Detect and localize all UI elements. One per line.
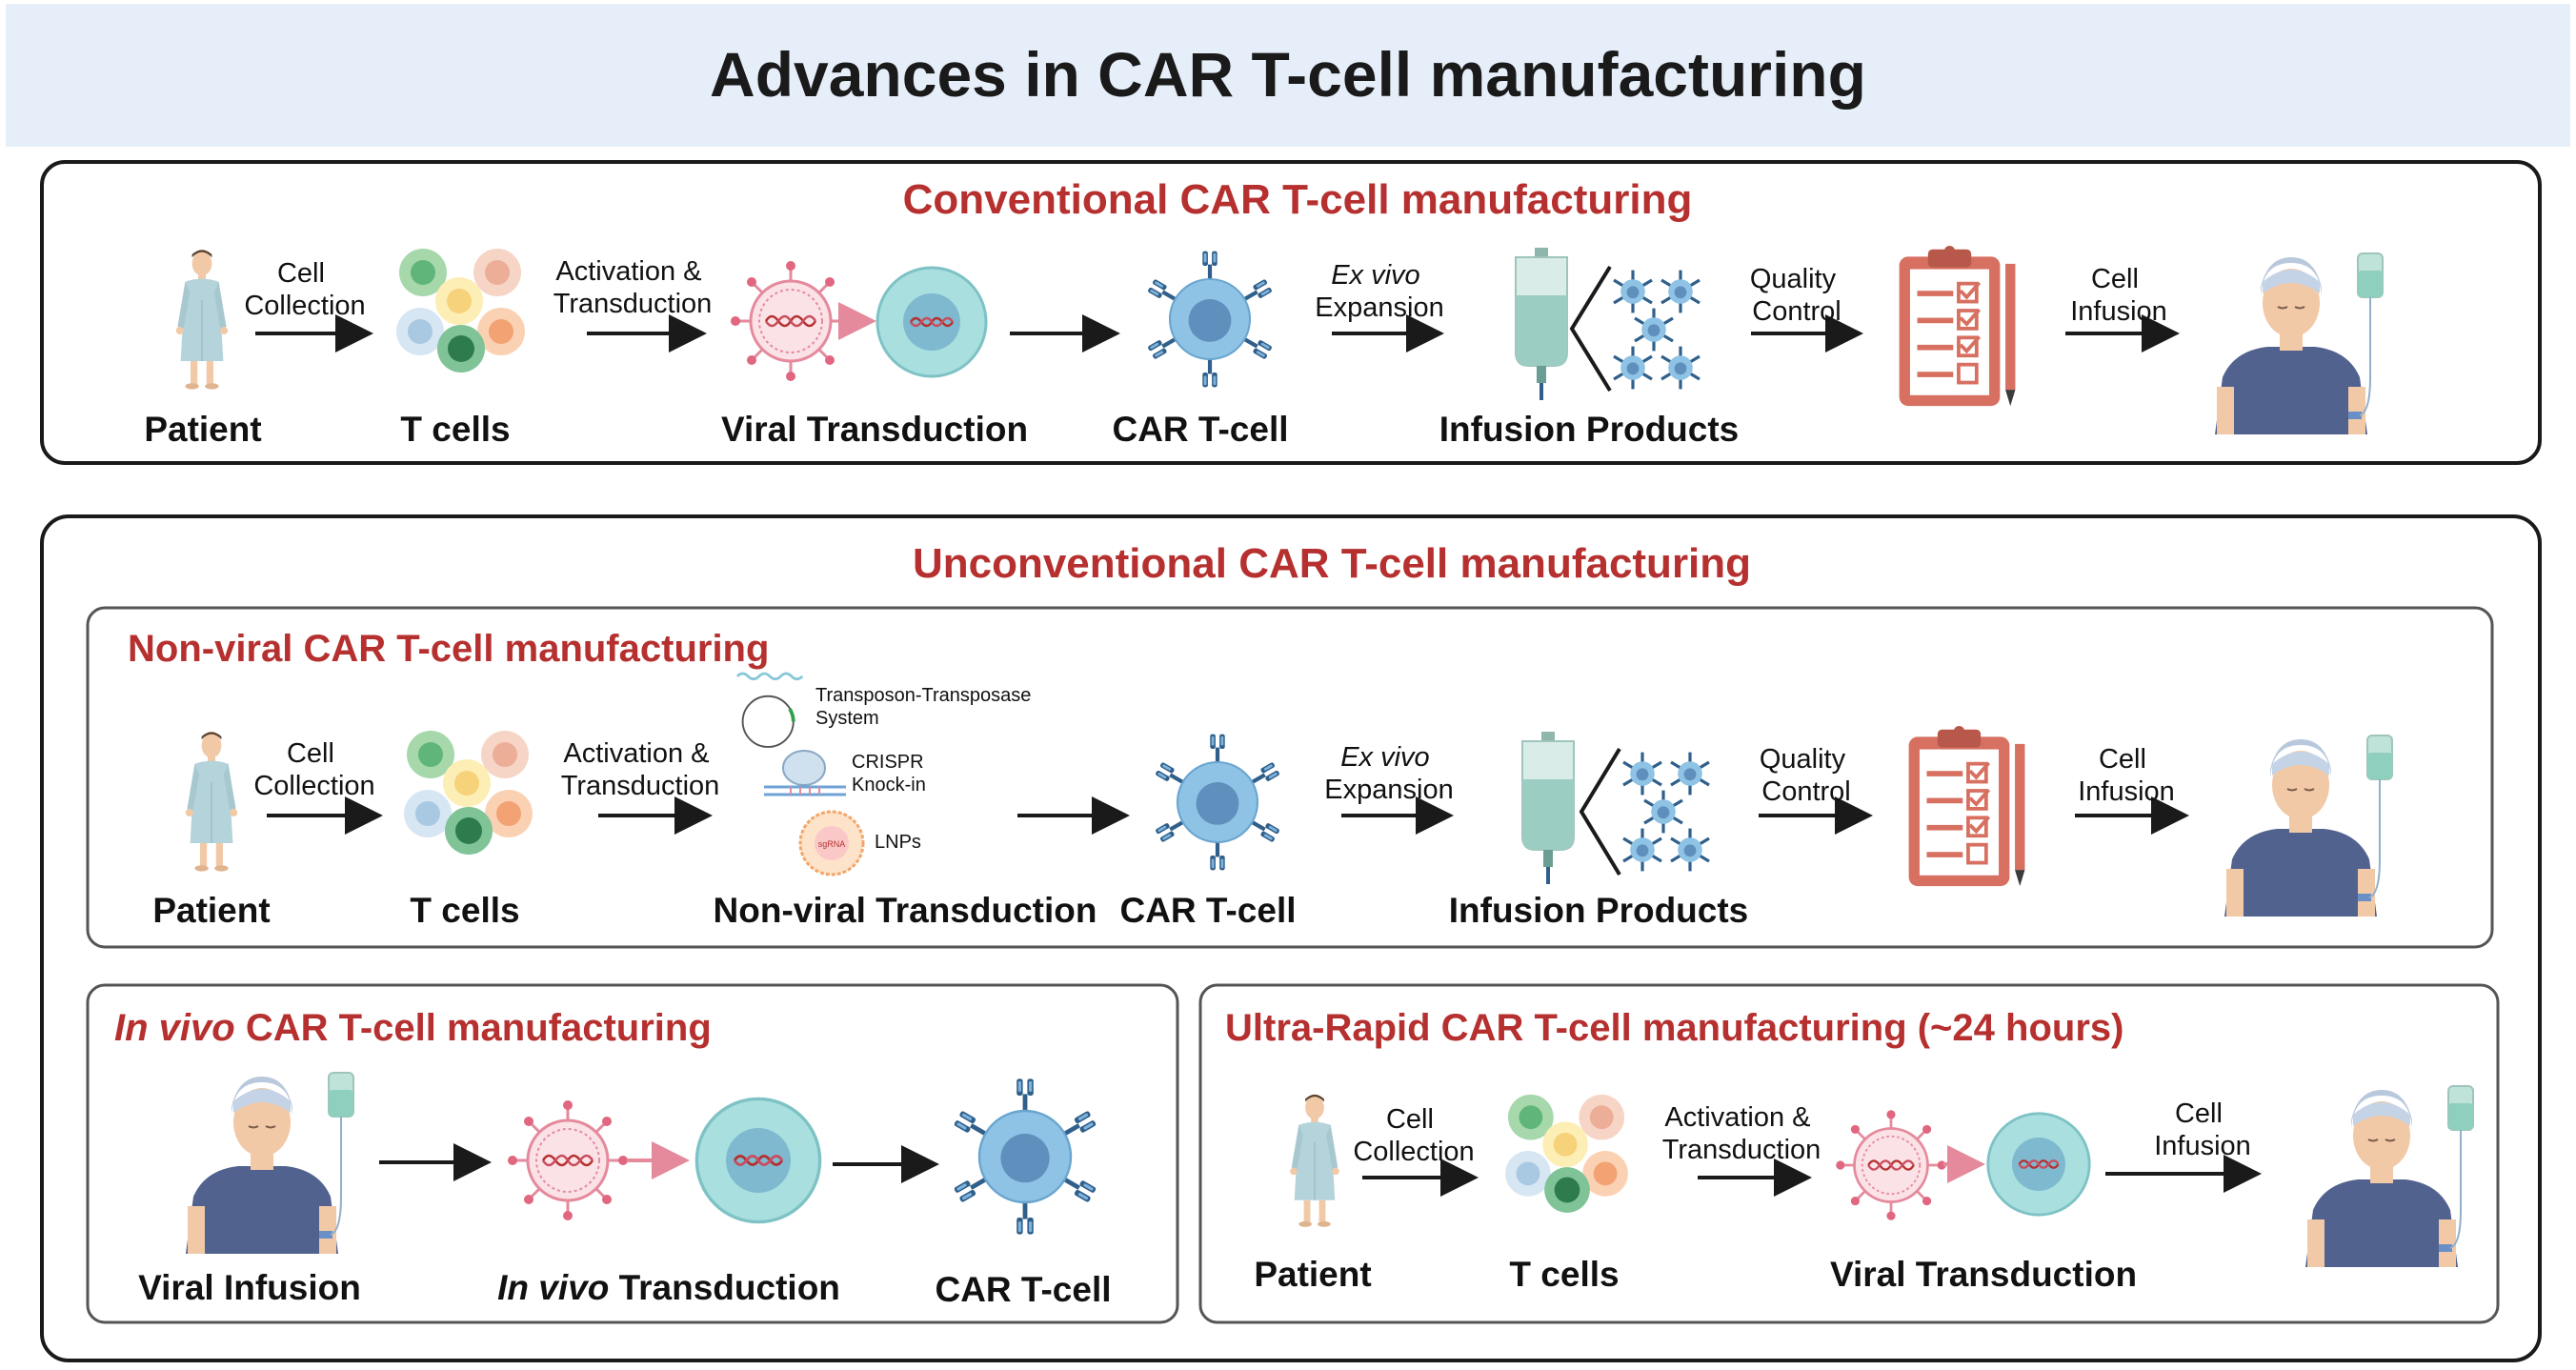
step-label-t-cells: T cells bbox=[410, 891, 519, 930]
clipboard-icon bbox=[1900, 246, 2016, 406]
conventional-heading: Conventional CAR T-cell manufacturing bbox=[903, 176, 1693, 223]
step-label-infusion-products: Infusion Products bbox=[1439, 410, 1740, 449]
arrow-label-cell-collection: Cell Collection bbox=[1353, 1104, 1474, 1167]
unconventional-heading: Unconventional CAR T-cell manufacturing bbox=[913, 540, 1751, 587]
bracket bbox=[1579, 747, 1621, 876]
step-label-viral-transduction: Viral Transduction bbox=[1830, 1255, 2137, 1294]
transduced-cell-icon bbox=[694, 1097, 822, 1224]
step-label-nonviral-transduction: Non-viral Transduction bbox=[714, 891, 1097, 930]
virus-icon bbox=[1834, 1108, 1948, 1222]
lnp-icon bbox=[798, 810, 865, 876]
arrow-label-cell-infusion: Cell Infusion bbox=[2078, 744, 2175, 807]
arrow-label-quality-control: Quality Control bbox=[1750, 264, 1843, 327]
arrow-label-cell-infusion: Cell Infusion bbox=[2154, 1098, 2251, 1161]
arrow-label-quality-control: Quality Control bbox=[1760, 744, 1853, 807]
step-label-invivo-transduction: In vivo Transduction bbox=[497, 1268, 840, 1307]
nonviral-panel bbox=[86, 606, 2494, 949]
step-label-viral-transduction: Viral Transduction bbox=[721, 410, 1028, 449]
step-label-patient: Patient bbox=[144, 410, 261, 449]
invivo-panel bbox=[86, 983, 1179, 1324]
arrow-label-activation-transduction: Activation & Transduction bbox=[1662, 1102, 1821, 1165]
step-label-patient: Patient bbox=[1254, 1255, 1371, 1294]
lnp-label: LNPs bbox=[875, 832, 921, 853]
arrow-label-ex-vivo-expansion: Ex vivo Expansion bbox=[1324, 742, 1453, 805]
step-label-car-t-cell: CAR T-cell bbox=[1112, 410, 1288, 449]
step-label-t-cells: T cells bbox=[400, 410, 510, 449]
page-title: Advances in CAR T-cell manufacturing bbox=[710, 39, 1866, 110]
step-label-patient: Patient bbox=[152, 891, 270, 930]
virus-icon bbox=[506, 1098, 630, 1222]
rapid-heading: Ultra-Rapid CAR T-cell manufacturing (~2… bbox=[1225, 1007, 2123, 1049]
step-label-t-cells: T cells bbox=[1509, 1255, 1619, 1294]
title-banner bbox=[6, 4, 2570, 147]
transduced-cell-icon bbox=[875, 266, 988, 378]
transposon-label: Transposon-Transposase System bbox=[815, 685, 1036, 729]
step-label-car-t-cell: CAR T-cell bbox=[1119, 891, 1296, 930]
step-label-car-t-cell: CAR T-cell bbox=[935, 1270, 1111, 1309]
invivo-heading: In vivo CAR T-cell manufacturing bbox=[114, 1007, 712, 1049]
arrow-label-cell-collection: Cell Collection bbox=[253, 738, 374, 801]
rapid-panel bbox=[1198, 983, 2500, 1324]
virus-icon bbox=[729, 259, 853, 383]
crispr-label: CRISPR Knock-in bbox=[852, 752, 929, 796]
arrow-label-activation-transduction: Activation & Transduction bbox=[553, 256, 713, 319]
arrow-label-ex-vivo-expansion: Ex vivo Expansion bbox=[1315, 260, 1443, 323]
arrow-label-cell-infusion: Cell Infusion bbox=[2070, 264, 2167, 327]
arrow-label-activation-transduction: Activation & Transduction bbox=[561, 738, 720, 801]
clipboard-icon bbox=[1909, 726, 2025, 886]
step-label-viral-infusion: Viral Infusion bbox=[138, 1268, 361, 1307]
transduced-cell-icon bbox=[1986, 1112, 2091, 1217]
bracket bbox=[1569, 265, 1612, 393]
nonviral-heading: Non-viral CAR T-cell manufacturing bbox=[128, 628, 769, 670]
step-label-infusion-products: Infusion Products bbox=[1449, 891, 1749, 930]
arrow-label-cell-collection: Cell Collection bbox=[244, 258, 365, 321]
